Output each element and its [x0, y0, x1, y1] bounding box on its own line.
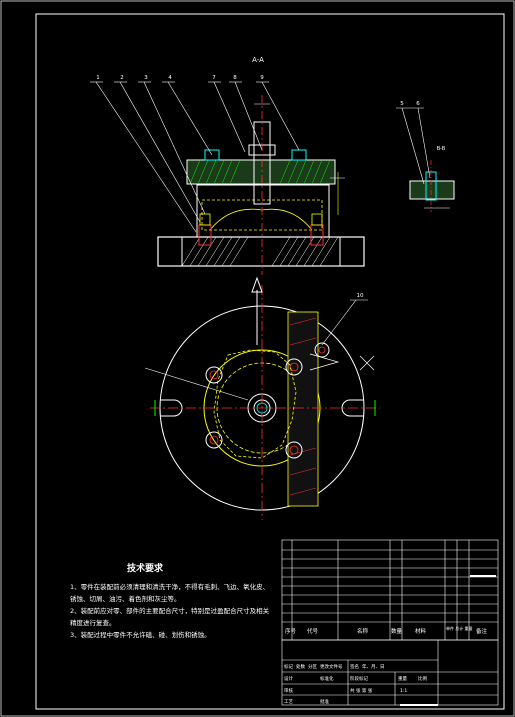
bolt-right [291, 149, 307, 161]
section-label: A-A [252, 56, 264, 64]
svg-text:名称: 名称 [357, 627, 369, 635]
svg-text:2: 2 [120, 75, 124, 81]
tech-line: 3、装配过程中零件不允许磕、碰、划伤和锈蚀。 [70, 631, 211, 639]
tech-line: 锈蚀、切屑、油污、着色剂和灰尘等。 [70, 595, 181, 603]
base-hatch [181, 236, 339, 267]
svg-text:材料: 材料 [415, 627, 427, 635]
leaders-main [95, 81, 300, 233]
bom-table [281, 539, 499, 706]
svg-text:8: 8 [233, 75, 237, 81]
svg-text:1: 1 [96, 75, 100, 81]
clamp-block [287, 311, 319, 507]
svg-text:分区: 分区 [308, 663, 317, 670]
title-block: 标记 处数 分区 更改文件号 签名 年、月、日 设计 标准化 阶段标记 重量 比… [284, 663, 427, 705]
svg-text:设计: 设计 [284, 675, 293, 682]
svg-text:9: 9 [260, 75, 264, 81]
svg-text:序号: 序号 [285, 627, 297, 635]
detail-label: B-B [437, 146, 446, 152]
slot-right [341, 399, 364, 417]
svg-text:数量: 数量 [391, 627, 403, 635]
callouts-main: 1 2 3 4 7 8 9 [96, 75, 264, 81]
svg-text:单件 总计 重量: 单件 总计 重量 [446, 625, 473, 631]
tech-line: 1、零件在装配前必须清理和清洗干净，不得有毛刺、飞边、氧化皮、 [70, 583, 270, 591]
svg-text:比例: 比例 [418, 675, 427, 682]
svg-text:10: 10 [357, 293, 364, 299]
pin-right [310, 224, 324, 246]
bom-header: 序号 代号 名称 数量 材料 单件 总计 重量 备注 [285, 625, 488, 635]
svg-text:审核: 审核 [284, 687, 293, 694]
svg-text:工艺: 工艺 [284, 699, 293, 705]
svg-text:处数: 处数 [296, 663, 305, 670]
detail-view-b-b: B-B 5 6 [396, 101, 455, 212]
clamp-plate [186, 159, 336, 185]
fixture-body [196, 184, 330, 238]
svg-text:重量: 重量 [398, 675, 407, 682]
svg-text:6: 6 [416, 101, 420, 107]
svg-text:标准化: 标准化 [320, 675, 334, 682]
base-plate [157, 236, 365, 267]
bolt-left [204, 149, 220, 161]
svg-text:7: 7 [212, 75, 216, 81]
tech-line: 精度进行复查。 [70, 619, 116, 627]
inner-border [35, 13, 505, 710]
svg-text:签名: 签名 [350, 663, 359, 670]
svg-text:阶段标记: 阶段标记 [350, 675, 368, 682]
svg-text:批准: 批准 [320, 698, 329, 705]
technical-requirements: 技术要求 1、零件在装配前必须清理和清洗干净，不得有毛刺、飞边、氧化皮、 锈蚀、… [70, 563, 275, 641]
tech-title: 技术要求 [126, 564, 163, 574]
svg-text:标记: 标记 [284, 663, 293, 670]
plan-view: 10 [144, 276, 380, 520]
svg-text:备注: 备注 [476, 627, 488, 635]
svg-text:更改文件号: 更改文件号 [320, 663, 343, 670]
svg-text:代号: 代号 [307, 627, 319, 635]
svg-text:4: 4 [168, 75, 172, 81]
svg-text:1:1: 1:1 [400, 688, 407, 694]
svg-text:共 张 第 张: 共 张 第 张 [350, 687, 373, 694]
svg-text:5: 5 [400, 101, 404, 107]
svg-text:3: 3 [144, 75, 148, 81]
section-view-a-a: A-A [90, 56, 365, 275]
tech-line: 2、装配前应对零、部件的主要配合尺寸，特别是过盈配合尺寸及相关 [70, 607, 270, 615]
svg-text:年、月、日: 年、月、日 [362, 663, 385, 670]
